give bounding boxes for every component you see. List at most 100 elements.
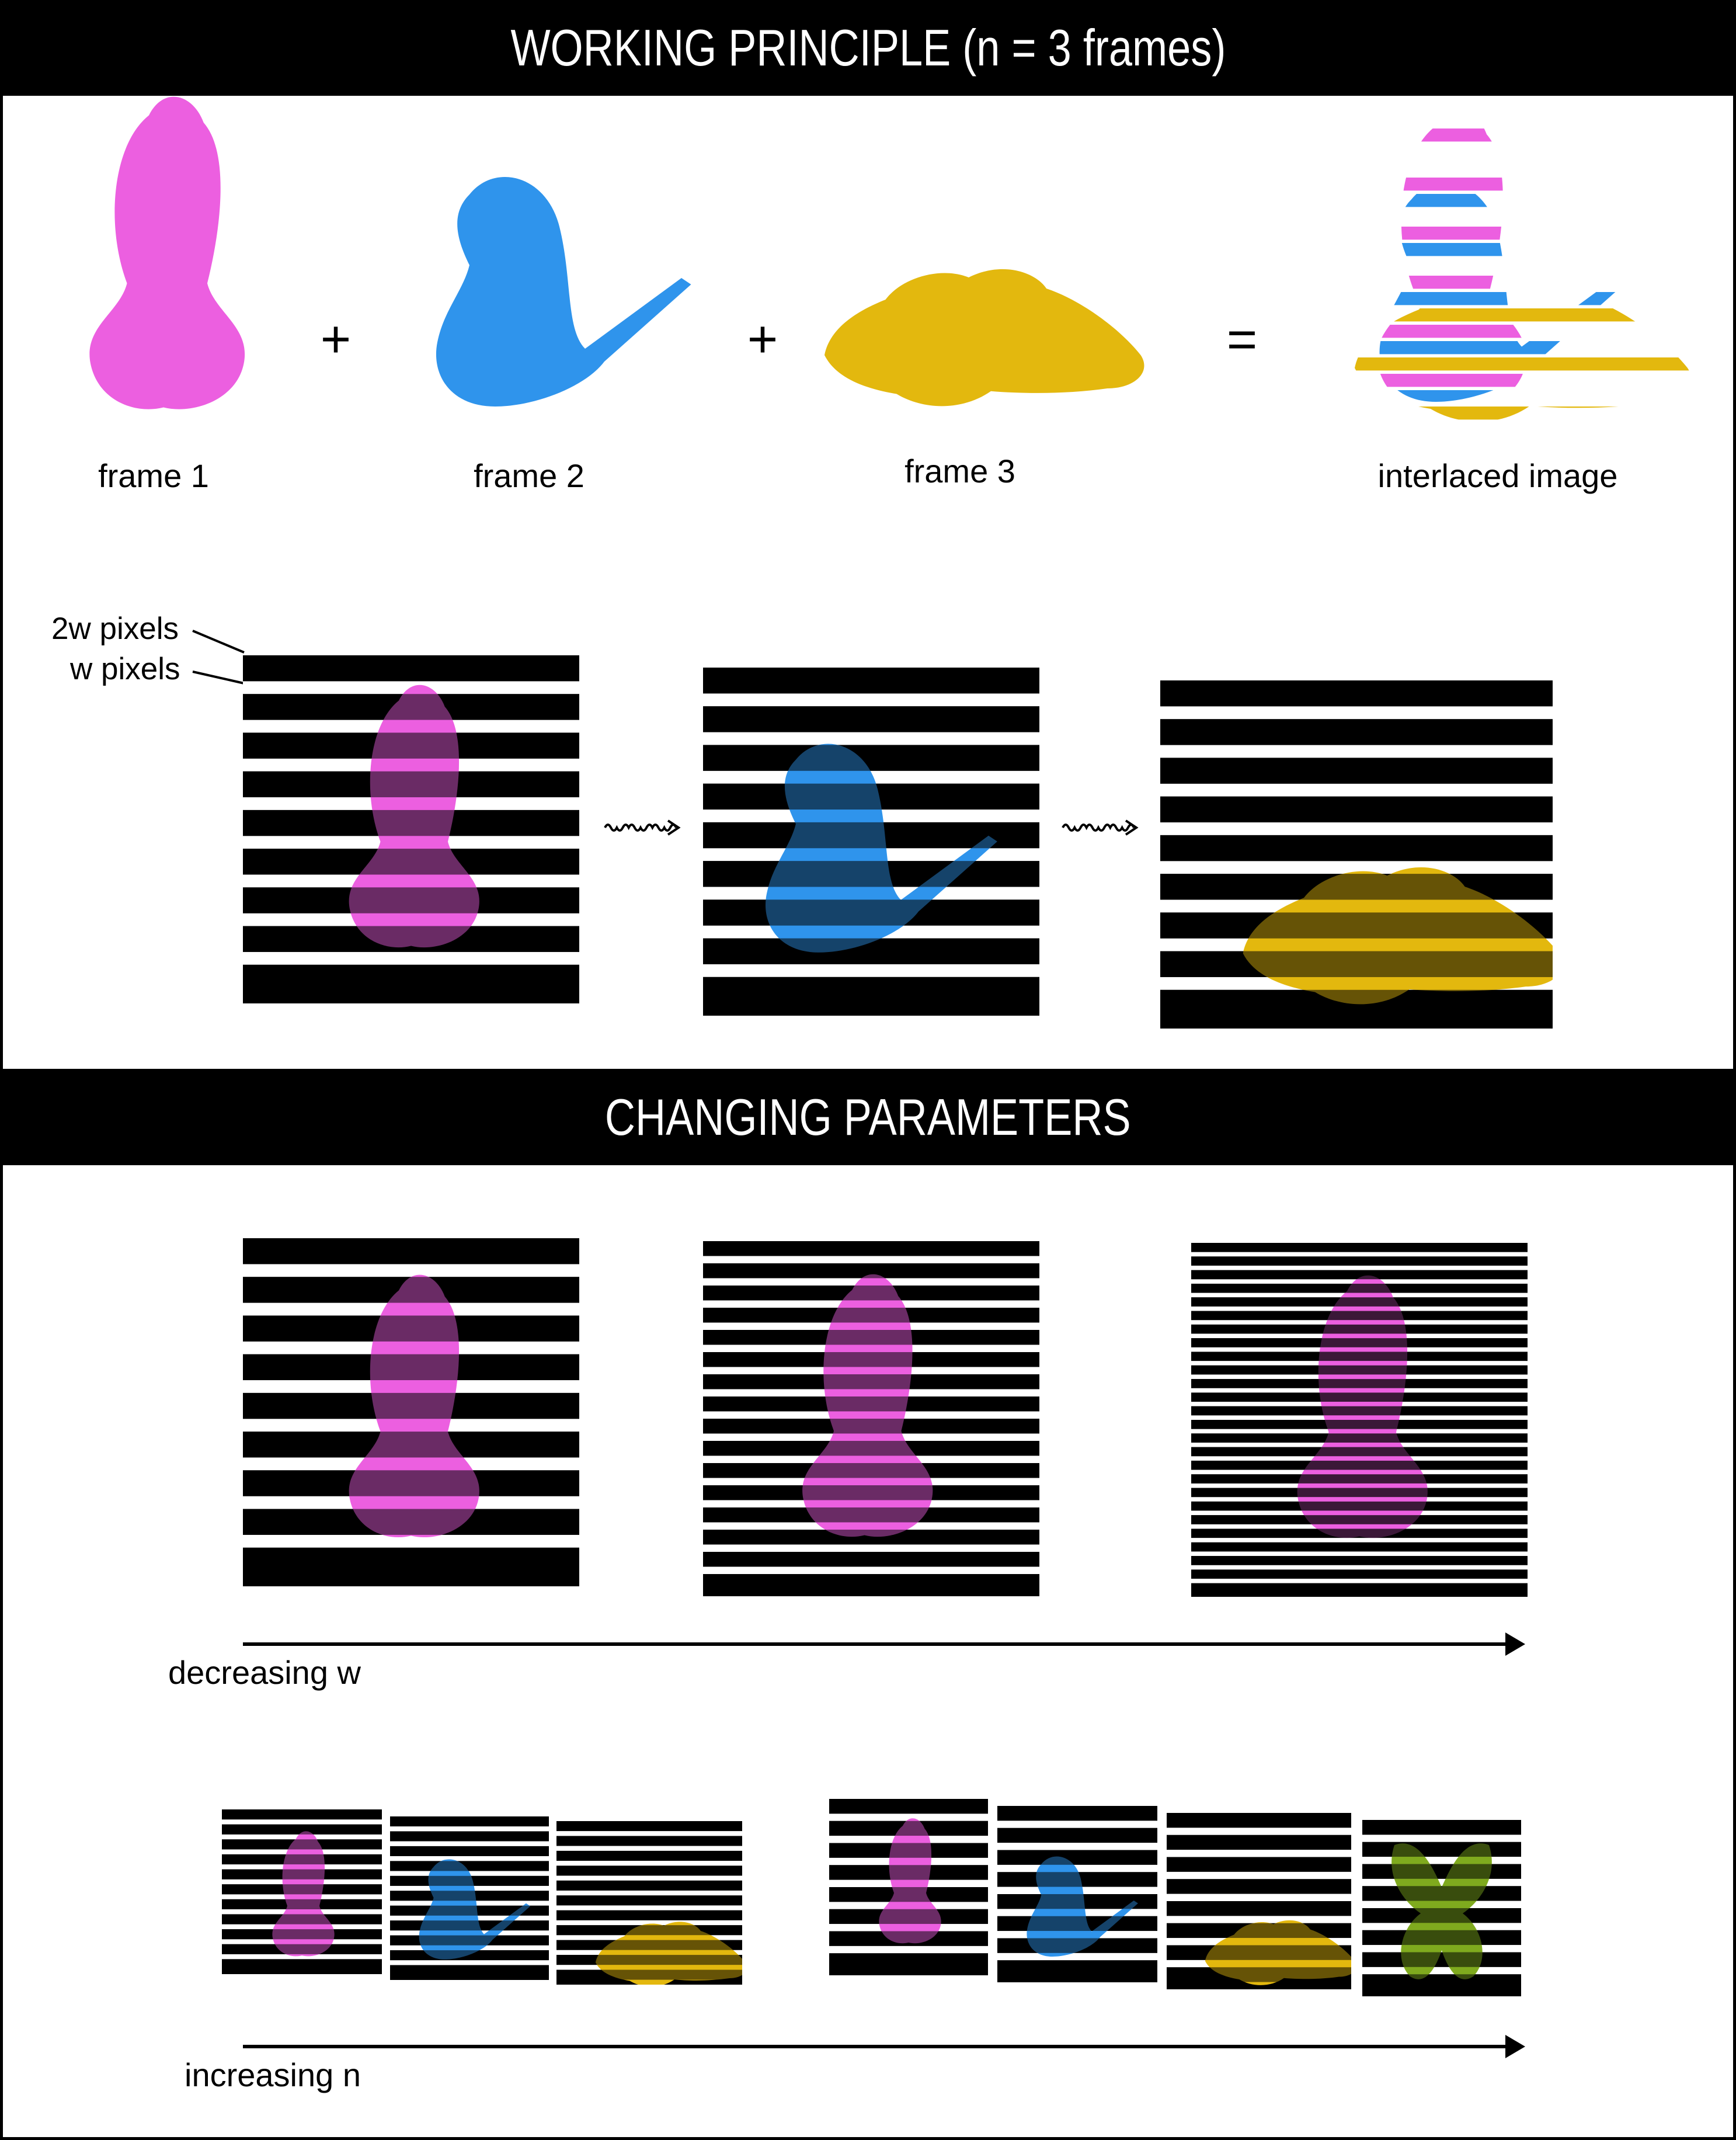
mask-wide-slits	[243, 1238, 579, 1586]
mask-bar	[997, 1916, 1157, 1931]
mask-bar	[243, 964, 579, 991]
mask-bar	[243, 1238, 579, 1264]
mask-bar	[556, 1821, 742, 1832]
slit	[1191, 1551, 1528, 1557]
mask-bar	[556, 1880, 742, 1891]
slit	[1167, 1850, 1351, 1857]
increasing-n-panel	[222, 1799, 1525, 2058]
mask-bar	[556, 1955, 742, 1965]
mask-bar	[703, 1263, 1039, 1279]
mask-bar	[390, 1861, 549, 1871]
mask-bar	[1191, 1283, 1528, 1293]
mask-bar	[243, 694, 579, 720]
equals-operator: =	[1226, 310, 1258, 369]
mask-bar	[829, 1953, 988, 1968]
decreasing-w-arrow	[243, 1632, 1525, 1656]
mask-bar	[222, 1959, 382, 1969]
mask-bar	[1167, 1945, 1351, 1960]
mask-bar	[703, 1441, 1039, 1456]
transition-arrow-2	[1062, 819, 1139, 836]
mask-bar	[222, 1824, 382, 1835]
n3-mask-frame-3	[556, 1821, 742, 1985]
mask-bar	[222, 1809, 382, 1820]
mask-bar	[829, 1843, 988, 1858]
mask-bar	[1160, 989, 1553, 1016]
transition-arrow-1	[604, 819, 681, 836]
mask-bar	[703, 1308, 1039, 1323]
mask-bar	[1191, 1256, 1528, 1266]
mask-bar	[1191, 1365, 1528, 1375]
mask-bar	[997, 1872, 1157, 1887]
interlaced-image	[1355, 128, 1692, 420]
mask-frame-2	[703, 668, 1039, 1016]
mask-bar	[222, 1914, 382, 1924]
mask-bar	[1362, 1820, 1521, 1835]
mask-bar	[1362, 1842, 1521, 1857]
slit	[390, 1960, 549, 1965]
mask-bar	[1191, 1420, 1528, 1429]
slit	[556, 1831, 742, 1836]
slit	[1191, 1565, 1528, 1570]
mask-bar	[222, 1929, 382, 1940]
slit	[703, 1544, 1039, 1552]
mask-bar	[703, 938, 1039, 964]
mask-bar	[556, 1969, 742, 1980]
mask-bar	[1191, 1556, 1528, 1565]
mask-bar	[1191, 1406, 1528, 1416]
mask-bar	[829, 1821, 988, 1836]
mask-bar	[390, 1891, 549, 1901]
mask-bar	[703, 1485, 1039, 1500]
slit	[556, 1846, 742, 1851]
plus-operator-1: +	[320, 310, 352, 369]
mask-bar	[703, 1286, 1039, 1301]
slit	[1160, 706, 1553, 720]
mask-bar	[222, 1884, 382, 1895]
mask-bar	[1167, 1901, 1351, 1916]
slit	[1362, 1835, 1521, 1842]
mask-bar	[703, 668, 1039, 694]
mask-bar	[1191, 1460, 1528, 1470]
slit	[1167, 1871, 1351, 1880]
slit	[1191, 1538, 1528, 1543]
mask-bar	[390, 1846, 549, 1856]
mask-bar	[1167, 1967, 1351, 1982]
n4-mask-frame-3	[1167, 1813, 1351, 1989]
mask-bar	[1191, 1474, 1528, 1484]
mask-bar	[703, 1374, 1039, 1389]
mask-bar	[1191, 1392, 1528, 1402]
mask-bar	[243, 926, 579, 952]
slit	[222, 1819, 382, 1825]
mask-bar	[556, 1910, 742, 1920]
mask-bar	[1160, 680, 1553, 707]
n3-mask-frame-1	[222, 1809, 382, 1974]
mask-bar	[1160, 835, 1553, 861]
mask-bar	[222, 1854, 382, 1865]
mask-bar	[1191, 1583, 1528, 1593]
mask-bar	[556, 1836, 742, 1846]
mask-bar	[703, 1330, 1039, 1345]
slit	[703, 964, 1039, 977]
mask-bar	[703, 1419, 1039, 1434]
mask-frame-1	[243, 655, 579, 1003]
mask-bar	[1167, 1835, 1351, 1850]
n4-mask-frame-1	[829, 1799, 988, 1975]
slit	[1167, 1894, 1351, 1901]
mask-bar	[243, 655, 579, 682]
slit	[1191, 1252, 1528, 1257]
slit	[1160, 861, 1553, 874]
mask-bar	[222, 1899, 382, 1909]
two-w-pixels-label: 2w pixels	[51, 612, 179, 646]
mask-bar	[1160, 912, 1553, 939]
mask-bar	[243, 1354, 579, 1381]
mask-bar	[1167, 1879, 1351, 1894]
mask-bar	[243, 810, 579, 836]
mask-bar	[1160, 758, 1553, 784]
slit	[390, 1826, 549, 1832]
mask-bar	[703, 1352, 1039, 1367]
mask-bar	[703, 745, 1039, 771]
mask-bar	[1191, 1569, 1528, 1579]
slit	[1167, 1916, 1351, 1923]
mask-bar	[243, 887, 579, 913]
slit	[829, 1814, 988, 1821]
